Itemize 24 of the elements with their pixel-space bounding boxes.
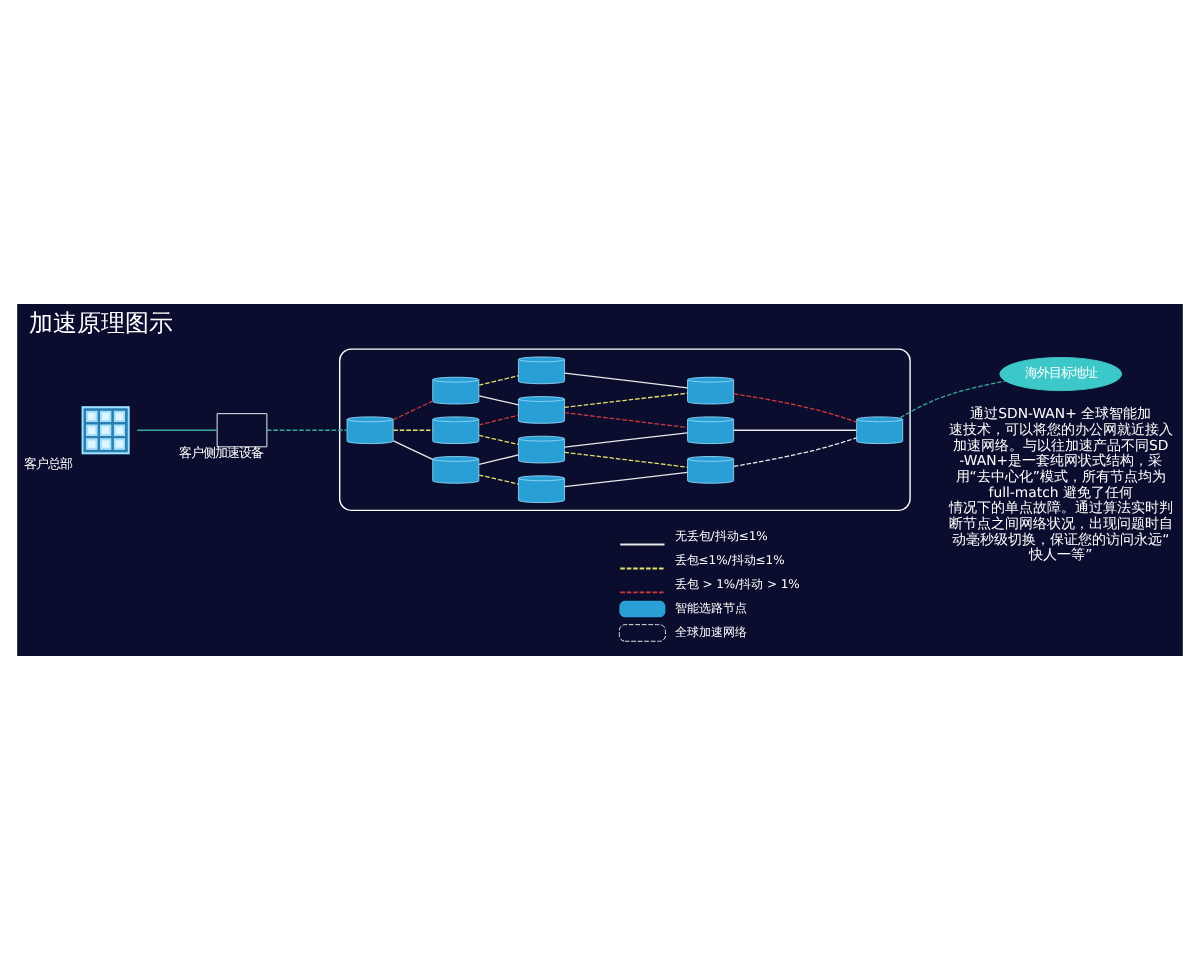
connector [478,474,519,485]
connector [563,432,688,448]
connector [392,429,434,431]
node-box [216,413,268,448]
cluster [339,348,911,512]
diagram-title: 加速原理图示 [29,308,174,337]
connector [266,429,348,431]
connector [733,437,858,467]
connector [478,395,519,406]
connector [478,414,519,426]
connector [392,400,434,421]
connector [392,440,434,460]
connector [733,393,858,423]
connector [563,372,688,389]
connector [478,454,519,466]
connector [563,451,688,468]
connector [478,375,519,386]
connector [563,392,688,409]
connector [478,434,519,446]
connector [899,380,1007,419]
connector [136,429,218,431]
connector [563,471,688,488]
connector [733,429,858,431]
connector [563,412,688,429]
